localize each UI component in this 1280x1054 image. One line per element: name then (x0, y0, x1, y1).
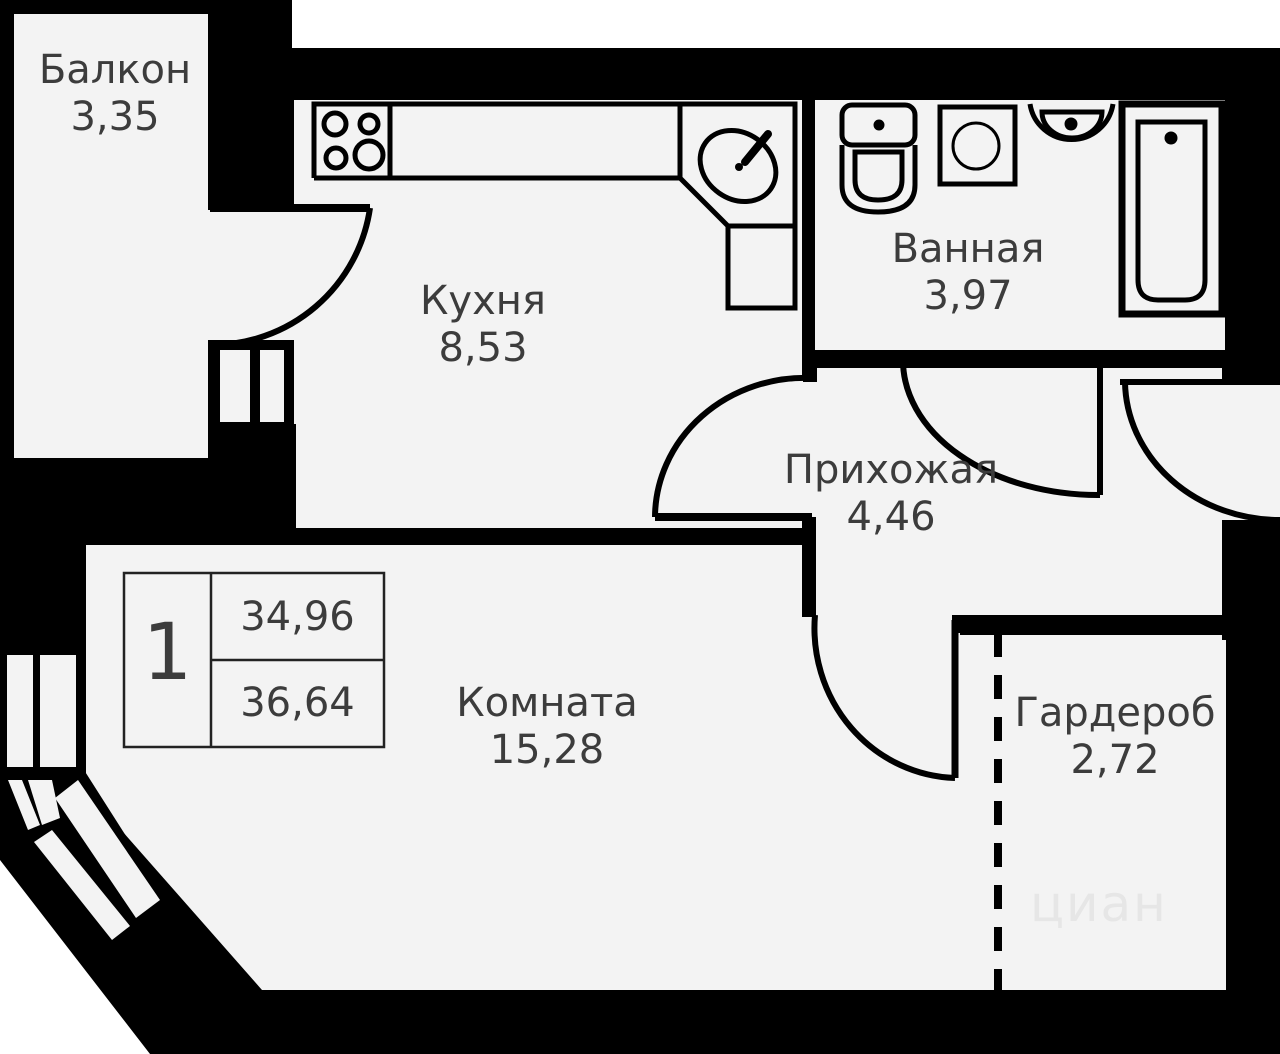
room-name: Гардероб (1014, 690, 1216, 736)
rooms-count: 1 (142, 608, 193, 698)
washbasin-icon (1027, 103, 1116, 142)
room-area: 15,28 (489, 727, 605, 774)
room-window (0, 650, 170, 940)
room-area: 3,97 (923, 273, 1013, 320)
room-area: 3,35 (70, 94, 160, 141)
floors (14, 14, 1280, 990)
room-name: Кухня (420, 278, 546, 324)
room-name: Балкон (38, 47, 192, 93)
room-door (811, 614, 959, 781)
wardrobe-top-wall (952, 615, 1226, 633)
room-label-kitchen: Кухня 8,53 (420, 278, 546, 372)
watermark: циан (1030, 875, 1168, 933)
room-name: Ванная (891, 226, 1045, 272)
room-label-balcony: Балкон 3,35 (39, 47, 191, 141)
entrance-door (1120, 352, 1280, 640)
room-label-hallway: Прихожая 4,46 (784, 447, 998, 541)
room-name: Прихожая (783, 447, 999, 493)
balcony-window (210, 342, 296, 544)
kitchen-sink-icon (697, 128, 779, 204)
toilet-icon (839, 102, 918, 215)
washing-machine-icon (937, 104, 1018, 187)
room-area: 4,46 (846, 494, 936, 541)
kitchen-counter (311, 101, 798, 311)
kitchen-room-wall (86, 528, 816, 544)
room-label-room: Комната 15,28 (456, 680, 638, 774)
summary-box (122, 571, 386, 749)
bathtub-icon (1118, 100, 1226, 318)
bathroom-door (815, 352, 1222, 499)
room-label-wardrobe: Гардероб 2,72 (1014, 690, 1215, 784)
living-area: 34,96 (240, 594, 355, 640)
room-label-bathroom: Ванная 3,97 (892, 226, 1045, 320)
room-area: 2,72 (1070, 737, 1160, 784)
room-area: 8,53 (438, 325, 528, 372)
total-area: 36,64 (240, 680, 355, 726)
stove-icon (321, 110, 386, 172)
room-name: Комната (456, 680, 638, 726)
